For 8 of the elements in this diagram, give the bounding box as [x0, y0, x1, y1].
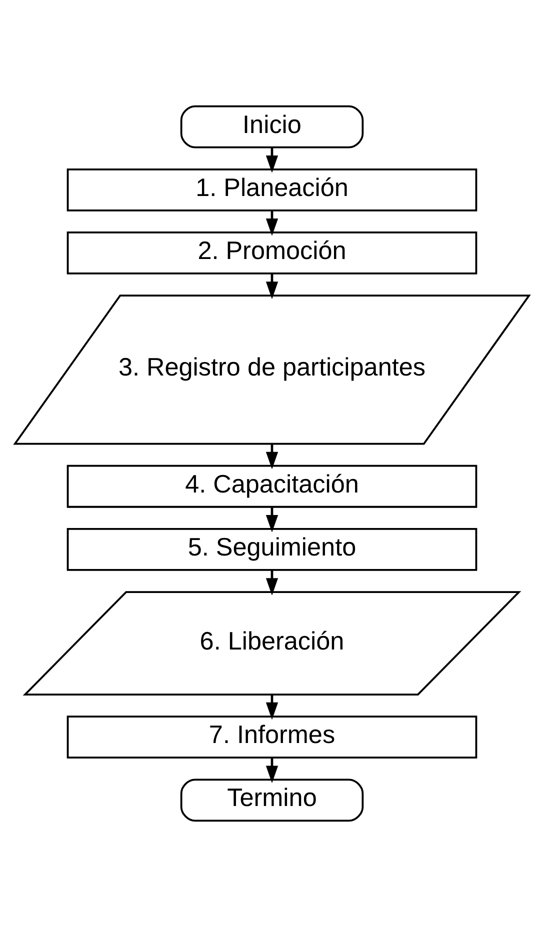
node-box: 2. Promoción — [66, 231, 478, 274]
node-box: Termino — [180, 778, 364, 822]
node-box: Inicio — [180, 104, 364, 148]
arrow — [266, 570, 278, 595]
node-box: 5. Seguimiento — [66, 528, 478, 570]
node-box: 4. Capacitación — [66, 464, 478, 508]
node-box: 1. Planeación — [66, 168, 478, 211]
node-box: 7. Informes — [66, 715, 478, 758]
